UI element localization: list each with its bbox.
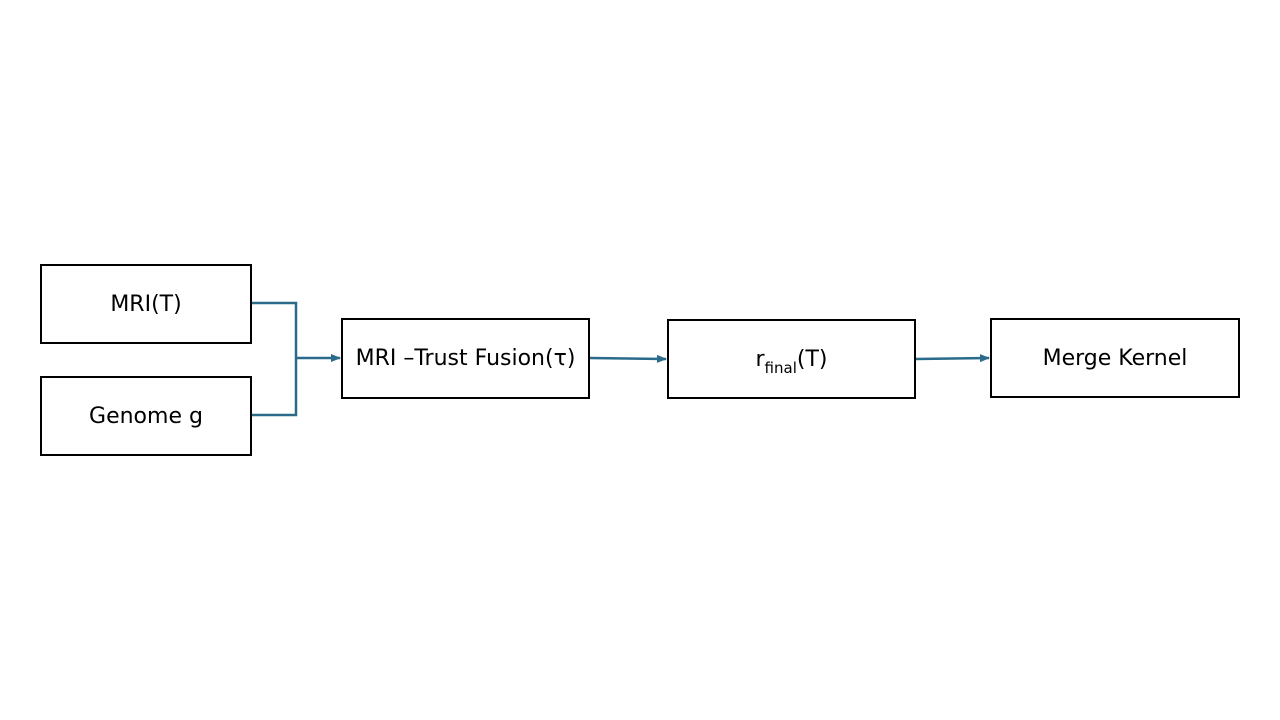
node-rfinal-suffix: (T): [796, 346, 828, 372]
node-merge: Merge Kernel: [990, 318, 1240, 398]
node-rfinal: rfinal(T): [667, 319, 916, 399]
connector-genome-to-merge-point: [252, 358, 298, 417]
node-rfinal-subscript: final: [764, 358, 797, 377]
node-fusion-label: MRI –Trust Fusion(τ): [355, 346, 576, 371]
node-mri: MRI(T): [40, 264, 252, 344]
node-mri-label: MRI(T): [110, 291, 182, 317]
node-genome-label: Genome g: [89, 403, 203, 429]
arrow-rfinal-to-merge: [915, 354, 990, 363]
node-fusion: MRI –Trust Fusion(τ): [341, 318, 590, 399]
node-rfinal-base: r: [755, 346, 765, 372]
arrow-fusion-to-rfinal: [589, 354, 667, 363]
node-genome: Genome g: [40, 376, 252, 456]
connector-mri-to-merge-point: [252, 301, 298, 358]
node-rfinal-label: rfinal(T): [755, 346, 828, 377]
node-merge-label: Merge Kernel: [1042, 345, 1188, 371]
